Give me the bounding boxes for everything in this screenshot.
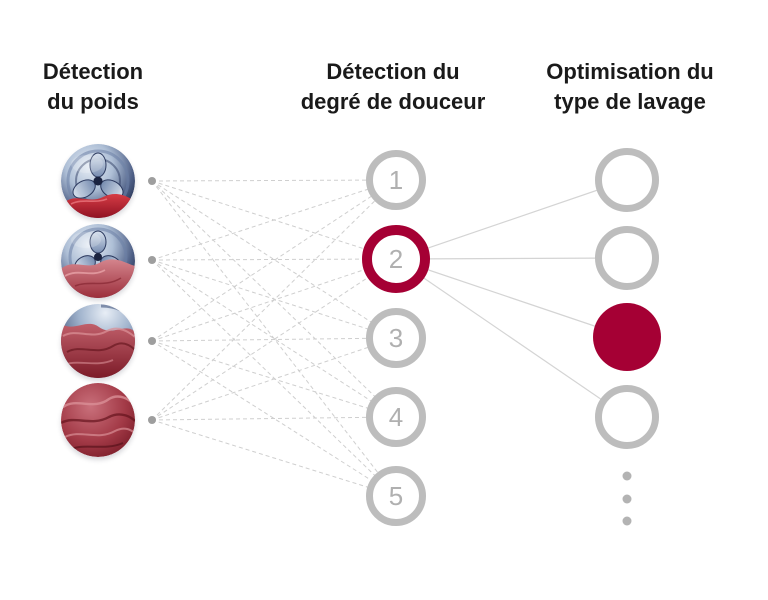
output-node-2 bbox=[595, 226, 659, 290]
title-line: type de lavage bbox=[554, 89, 706, 114]
softness-node-1: 1 bbox=[366, 150, 426, 210]
softness-node-label: 3 bbox=[388, 322, 404, 353]
dashed-connections bbox=[151, 179, 397, 497]
title-line: Détection bbox=[42, 59, 144, 84]
drum-load-small-photo bbox=[61, 144, 135, 218]
title-line: Détection du bbox=[326, 59, 460, 84]
softness-node-label: 2 bbox=[388, 243, 404, 274]
ellipsis-dots bbox=[622, 471, 632, 526]
title-line: Optimisation du bbox=[546, 59, 714, 84]
drum-load-full-photo bbox=[61, 383, 135, 457]
softness-node-2-selected: 2 bbox=[362, 225, 430, 293]
softness-node-5: 5 bbox=[366, 466, 426, 526]
title-line: du poids bbox=[47, 89, 139, 114]
column-title-weight-detection: Détection du poids bbox=[3, 57, 183, 117]
softness-node-label: 5 bbox=[388, 480, 404, 511]
softness-node-3: 3 bbox=[366, 308, 426, 368]
column-title-softness-detection: Détection du degré de douceur bbox=[283, 57, 503, 117]
output-node-4 bbox=[595, 385, 659, 449]
column-title-wash-optimization: Optimisation du type de lavage bbox=[520, 57, 740, 117]
softness-node-label: 4 bbox=[388, 401, 404, 432]
output-node-3-selected bbox=[593, 303, 661, 371]
output-node-1 bbox=[595, 148, 659, 212]
solid-connections bbox=[395, 179, 628, 418]
softness-node-label: 1 bbox=[388, 164, 404, 195]
softness-node-4: 4 bbox=[366, 387, 426, 447]
drum-load-medium-photo bbox=[61, 224, 135, 298]
input-node-dots bbox=[148, 177, 156, 424]
drum-load-large-photo bbox=[61, 304, 135, 378]
title-line: degré de douceur bbox=[300, 89, 486, 114]
